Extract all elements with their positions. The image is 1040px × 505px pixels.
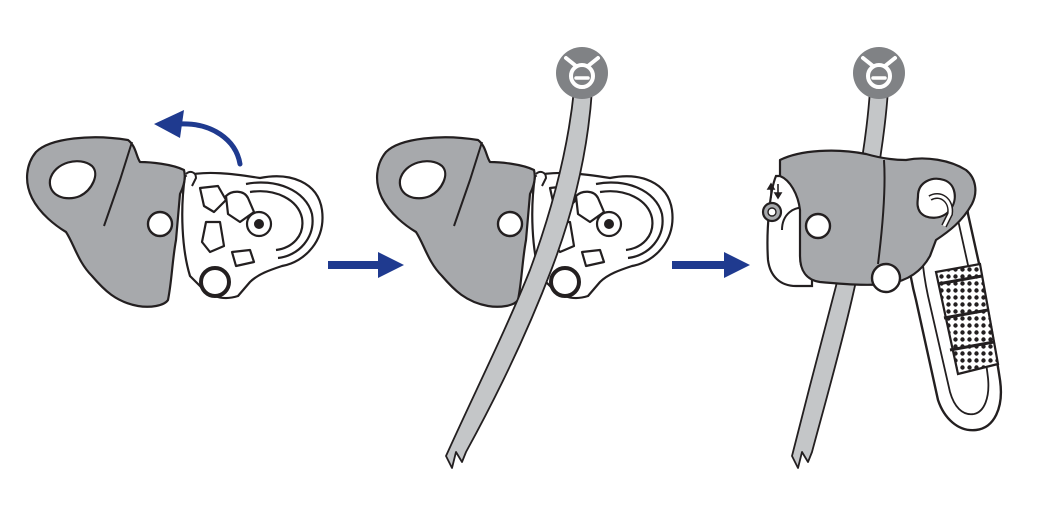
attachment-slot (398, 160, 447, 200)
right-arrow-icon (672, 252, 750, 278)
bottom-pin (199, 266, 231, 298)
attachment-slot (48, 160, 97, 200)
rivet (496, 210, 524, 238)
top-catch (535, 170, 548, 187)
plate-fold-line (103, 141, 133, 227)
step-3-closed-with-carabiner (761, 47, 1003, 469)
rivet (804, 212, 832, 240)
bottom-pin (549, 266, 581, 298)
plate-fold-line (877, 159, 886, 265)
rivet (146, 210, 174, 238)
plate-fold-line (453, 141, 483, 227)
step-2-rope-inserted (376, 47, 674, 469)
step-1-open-device (26, 110, 324, 308)
top-catch (185, 170, 198, 187)
bottom-pin (870, 262, 902, 294)
rope-upper-end-icon (853, 47, 905, 99)
rope (445, 89, 593, 469)
right-arrow-icon (328, 252, 404, 278)
rotation-arrow-icon (154, 110, 243, 167)
rope-upper-end-icon (556, 47, 608, 99)
